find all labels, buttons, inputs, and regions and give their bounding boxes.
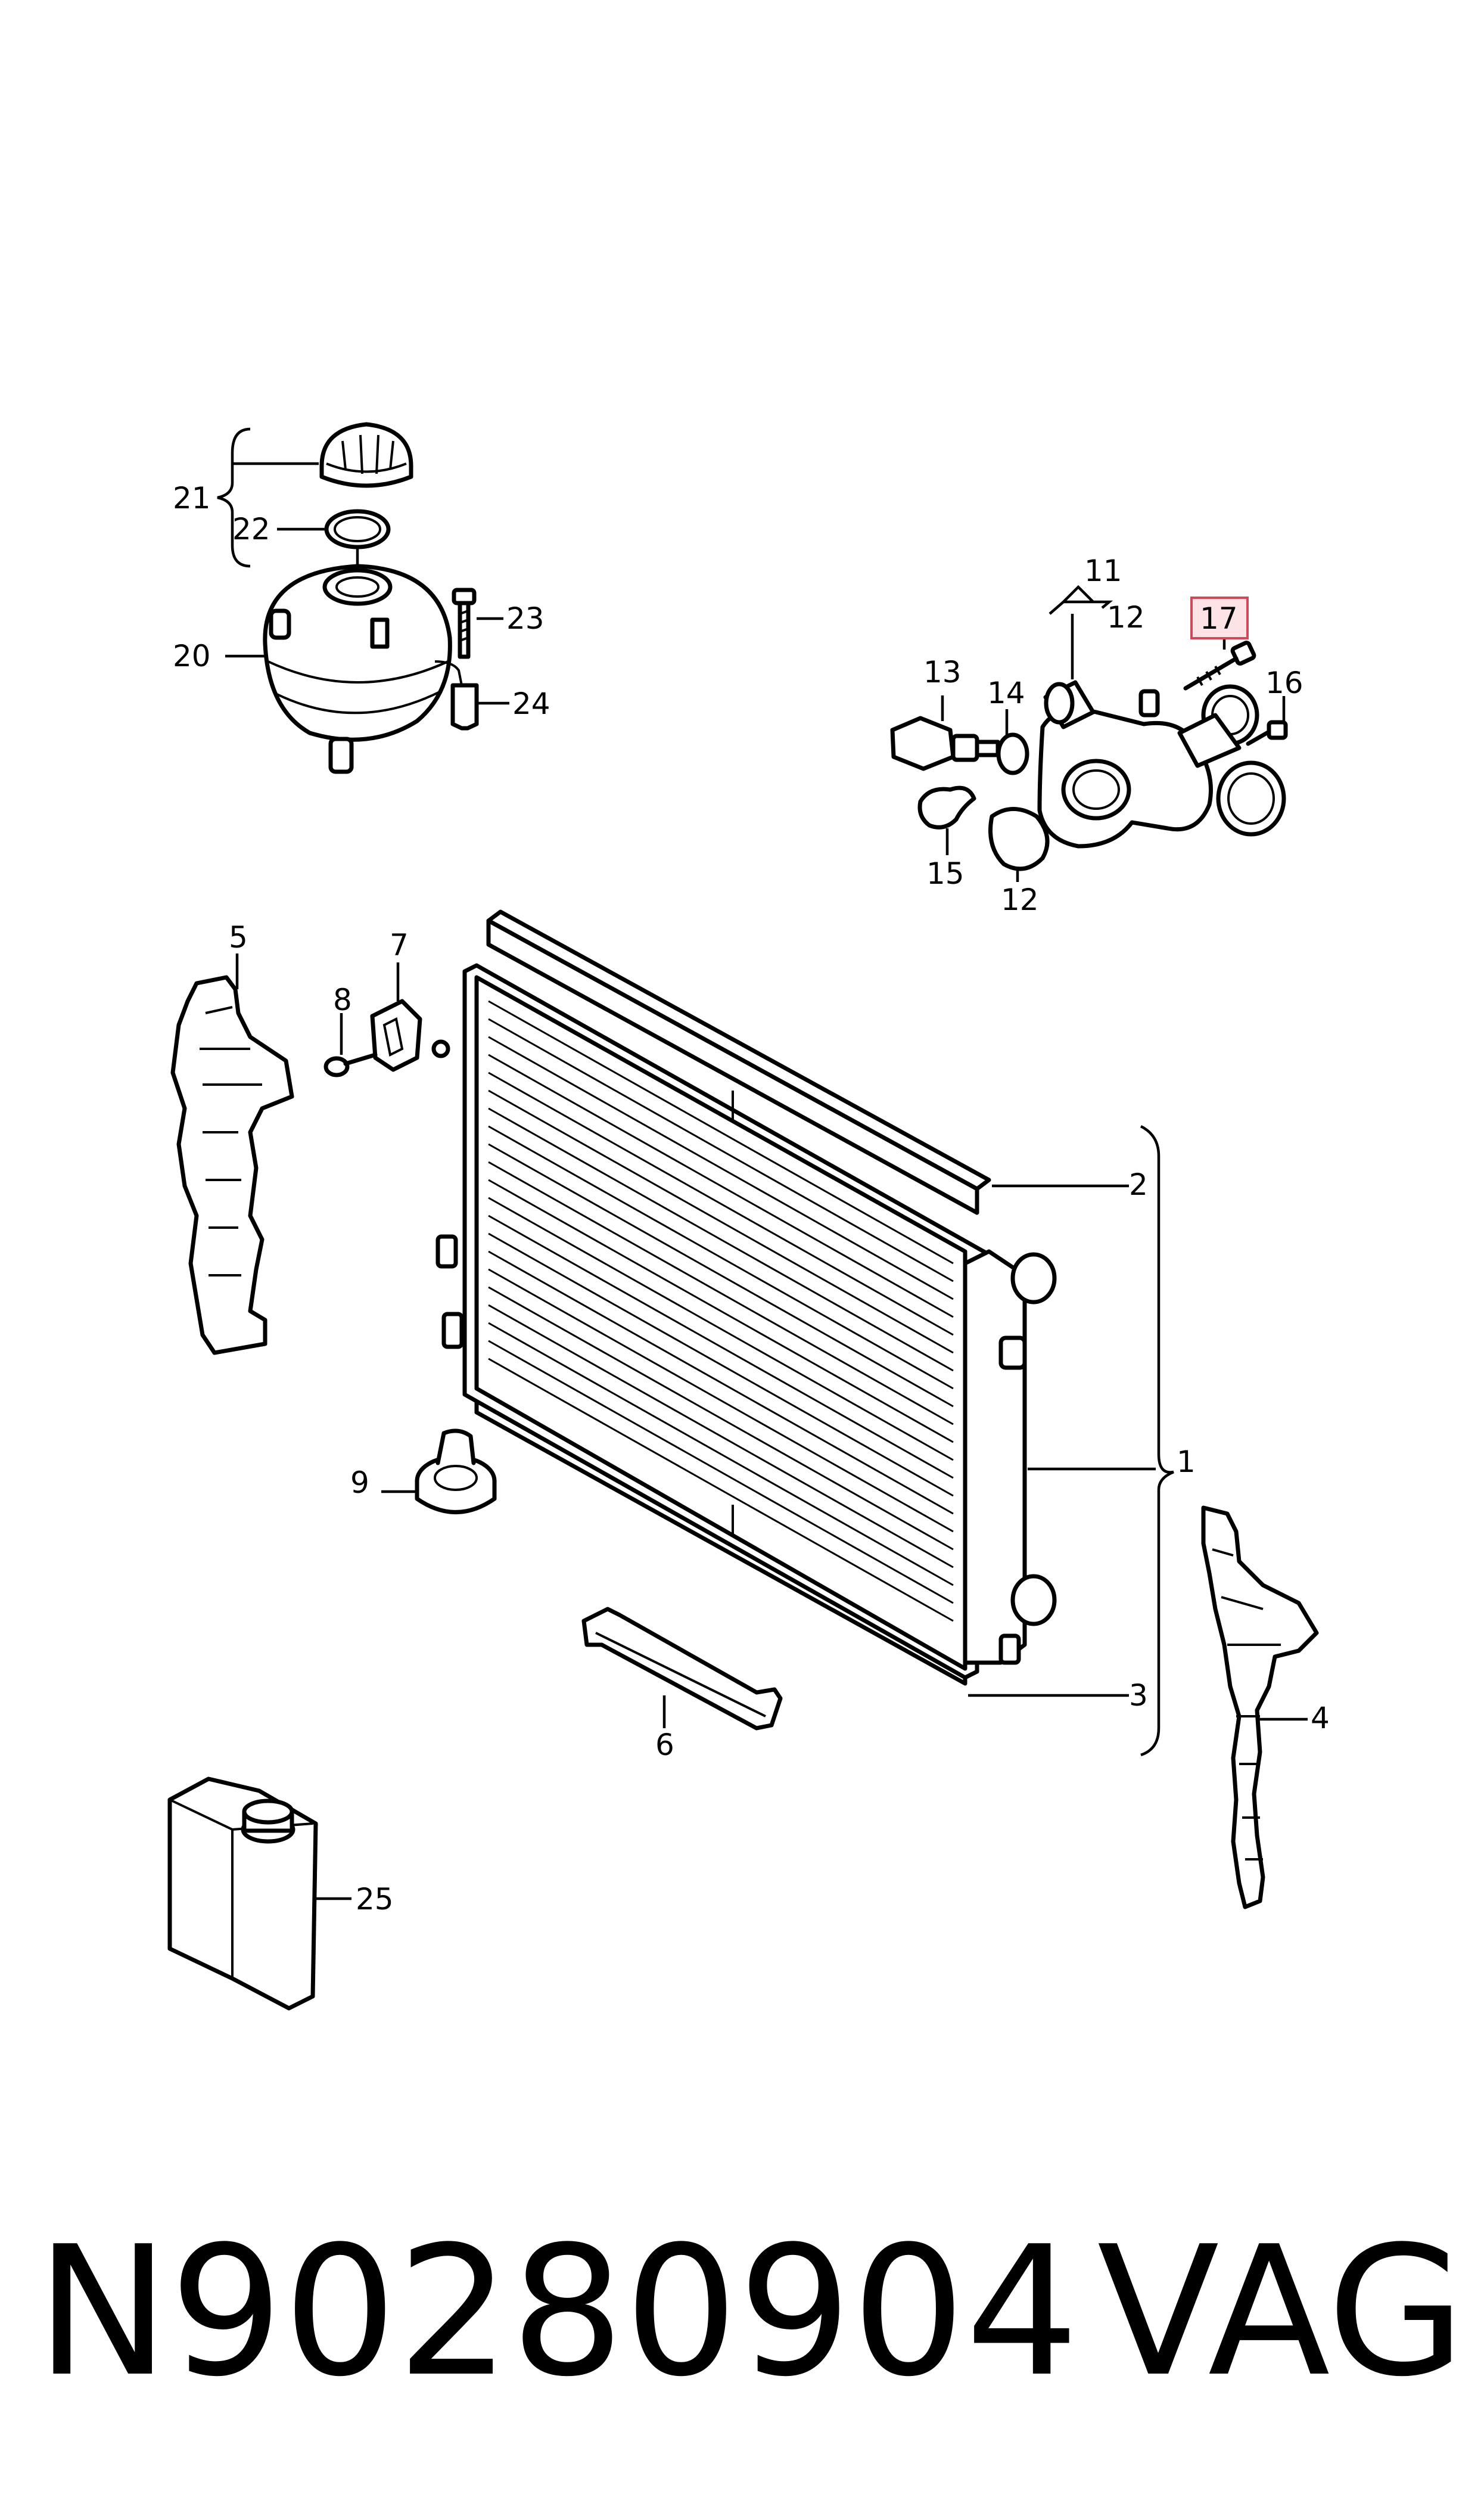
- callout-24: 24: [512, 687, 550, 721]
- callout-9: 9: [350, 1465, 369, 1500]
- callout-3: 3: [1129, 1678, 1148, 1713]
- flange-seal: [988, 807, 1050, 871]
- footer: N90280904 VAG: [36, 2199, 1466, 2425]
- mount-screw: [323, 1052, 378, 1077]
- callout-1: 1: [1177, 1445, 1196, 1479]
- air-duct-lower: [581, 1607, 783, 1731]
- radiator: [435, 963, 1057, 1680]
- callout-12a: 12: [1107, 600, 1145, 635]
- callout-2: 2: [1129, 1167, 1148, 1202]
- filler-cap: [319, 422, 413, 488]
- callout-5: 5: [229, 920, 248, 955]
- callout-4: 4: [1311, 1701, 1330, 1735]
- air-guide-left: [170, 953, 294, 1355]
- air-guide-right: [1201, 1505, 1319, 1909]
- flange-screw: [1246, 720, 1288, 746]
- brand-name: VAG: [1097, 2208, 1466, 2416]
- coolant-flange: [1037, 680, 1286, 849]
- callout-21: 21: [173, 481, 211, 515]
- callout-11: 11: [1084, 554, 1122, 588]
- callout-7: 7: [390, 928, 409, 962]
- coolant-flange-group: [890, 585, 1288, 882]
- callout-17: 17: [1200, 601, 1238, 636]
- rubber-mount: [415, 1428, 497, 1514]
- callout-labels: 1 2 3 4 5 6 7 8 9 11 12 12 13 14 15 16 1…: [173, 481, 1330, 1917]
- highlight-box-17: [1190, 597, 1249, 639]
- tank-screw: [452, 588, 477, 659]
- flange-bolt-highlighted: [1183, 641, 1256, 691]
- temperature-sender: [890, 716, 1000, 771]
- callout-6: 6: [655, 1728, 674, 1762]
- callout-13: 13: [923, 655, 962, 689]
- callout-23: 23: [506, 601, 545, 636]
- expansion-tank: [263, 564, 452, 774]
- callout-25: 25: [356, 1882, 394, 1917]
- tank-clip: [450, 683, 479, 731]
- callout-15: 15: [926, 856, 965, 891]
- upper-seal-strip: [486, 909, 991, 1215]
- callout-14: 14: [987, 676, 1025, 710]
- radiator-group: [323, 909, 1174, 1757]
- callout-8: 8: [333, 983, 352, 1017]
- expansion-tank-group: [217, 422, 509, 774]
- callout-12b: 12: [1001, 883, 1039, 917]
- coolant-canister: [167, 1776, 351, 2011]
- callout-22: 22: [232, 512, 270, 546]
- part-number: N90280904: [36, 2208, 1079, 2416]
- radiator-fins: [488, 1000, 954, 1622]
- callout-20: 20: [173, 639, 211, 673]
- retaining-clip: [917, 785, 976, 830]
- radiator-mount: [370, 999, 450, 1072]
- callout-16: 16: [1265, 666, 1303, 700]
